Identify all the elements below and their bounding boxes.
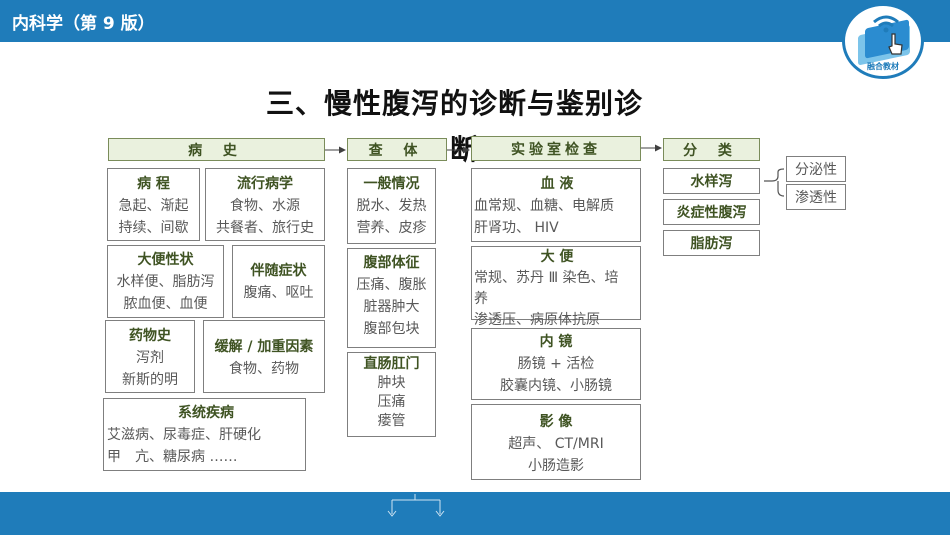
logo-label: 融合教材 (867, 62, 899, 71)
card-title: 病 程 (137, 176, 170, 192)
card-line: 超声、 CT/MRI (508, 436, 604, 452)
card-abdominal-signs: 腹部体征 压痛、腹胀 脏器肿大 腹部包块 (347, 248, 436, 348)
card-title: 腹部体征 (363, 255, 420, 271)
pointer-hand-icon (888, 33, 903, 55)
card-line: 艾滋病、尿毒症、肝硬化 (107, 427, 261, 443)
card-title: 药物史 (129, 328, 171, 344)
class-fatty-diarrhea: 脂肪泻 (663, 230, 760, 256)
card-title: 直肠肛门 (363, 356, 420, 372)
card-line: 肝肾功、 HIV (474, 220, 559, 236)
card-title: 系统疾病 (178, 405, 234, 421)
card-line: 血常规、血糖、电解质 (474, 198, 614, 214)
header-lab: 实验室检查 (471, 136, 641, 161)
card-line: 新斯的明 (122, 372, 178, 388)
card-line: 肠镜 + 活检 (517, 356, 595, 372)
card-line: 压痛 (377, 394, 406, 410)
card-line: 常规、苏丹 Ⅲ 染色、培 (474, 270, 619, 286)
card-blood-tests: 血 液 血常规、血糖、电解质 肝肾功、 HIV (471, 168, 641, 242)
card-line: 食物、水源 (230, 198, 300, 214)
book-title: 内科学（第 9 版） (12, 14, 155, 34)
card-line: 渗透压、病原体抗原 (474, 312, 600, 328)
card-symptoms: 伴随症状 腹痛、呕吐 (232, 245, 325, 318)
card-line: 营养、皮疹 (356, 220, 427, 236)
card-title: 大便性状 (137, 252, 194, 268)
card-line: 养 (474, 291, 488, 307)
card-systemic-disease: 系统疾病 艾滋病、尿毒症、肝硬化 甲 亢、糖尿病 …… (103, 398, 306, 471)
class-inflammatory-diarrhea: 炎症性腹泻 (663, 199, 760, 225)
card-line: 水样便、脂肪泻 (116, 274, 215, 290)
card-line: 甲 亢、糖尿病 …… (107, 449, 238, 465)
card-line: 持续、间歇 (118, 220, 189, 236)
card-line: 瘘管 (377, 413, 406, 429)
card-title: 大 便 (540, 249, 574, 265)
bottom-banner (0, 492, 950, 535)
card-title: 流行病学 (237, 176, 293, 192)
header-classify: 分 类 (663, 138, 760, 161)
card-stool-tests: 大 便 常规、苏丹 Ⅲ 染色、培 养 渗透压、病原体抗原 (471, 246, 641, 328)
card-line: 脓血便、血便 (123, 296, 208, 312)
card-line: 急起、渐起 (118, 198, 189, 214)
header-history: 病 史 (108, 138, 325, 161)
card-course: 病 程 急起、渐起 持续、间歇 (107, 168, 200, 241)
card-stool-character: 大便性状 水样便、脂肪泻 脓血便、血便 (107, 245, 224, 318)
card-line: 食物、药物 (229, 361, 299, 377)
card-line: 肿块 (377, 375, 406, 391)
card-general-condition: 一般情况 脱水、发热 营养、皮疹 (347, 168, 436, 244)
brace-watery-types (764, 168, 785, 197)
card-line: 脏器肿大 (363, 299, 420, 315)
card-title: 影 像 (539, 414, 573, 430)
card-line: 腹痛、呕吐 (243, 285, 314, 301)
card-title: 血 液 (540, 176, 574, 192)
card-factors: 缓解 / 加重因素 食物、药物 (203, 320, 325, 393)
subclass-secretory: 分泌性 (786, 156, 846, 182)
card-title: 缓解 / 加重因素 (214, 339, 314, 355)
textbook-logo: 融合教材 (842, 3, 924, 79)
card-line: 小肠造影 (528, 458, 584, 474)
card-imaging: 影 像 超声、 CT/MRI 小肠造影 (471, 404, 641, 480)
wifi-icon (873, 15, 899, 33)
class-watery-diarrhea: 水样泻 (663, 168, 760, 194)
header-exam: 查 体 (347, 138, 447, 161)
card-title: 一般情况 (363, 176, 420, 192)
top-banner: 内科学（第 9 版） (0, 0, 950, 42)
card-title: 伴随症状 (250, 263, 307, 279)
card-endoscopy: 内 镜 肠镜 + 活检 胶囊内镜、小肠镜 (471, 328, 641, 400)
card-line: 泻剂 (136, 350, 164, 366)
card-rectal-exam: 直肠肛门 肿块 压痛 瘘管 (347, 352, 436, 437)
card-drug-history: 药物史 泻剂 新斯的明 (105, 320, 195, 393)
card-epidemiology: 流行病学 食物、水源 共餐者、旅行史 (205, 168, 325, 241)
card-title: 内 镜 (539, 334, 573, 350)
slide-title: 三、慢性腹泻的诊断与鉴别诊 (266, 87, 644, 120)
card-line: 共餐者、旅行史 (216, 220, 314, 236)
card-line: 腹部包块 (363, 321, 420, 337)
card-line: 脱水、发热 (356, 198, 427, 214)
subclass-osmotic: 渗透性 (786, 184, 846, 210)
card-line: 压痛、腹胀 (356, 277, 427, 293)
card-line: 胶囊内镜、小肠镜 (500, 378, 612, 394)
